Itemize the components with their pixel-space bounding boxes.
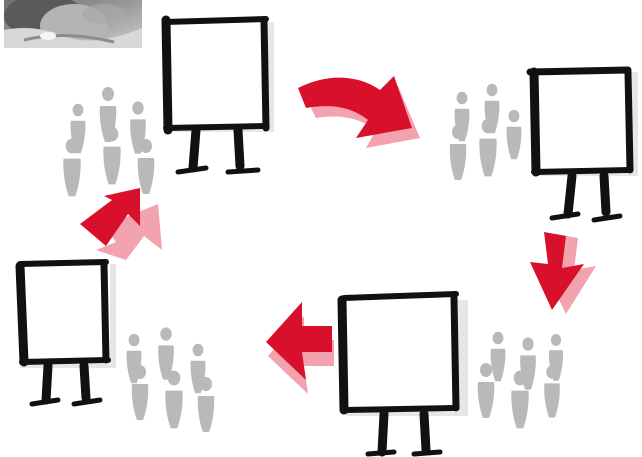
crowd-bottom-left: [127, 327, 215, 432]
screen-on-stand-icon: [16, 262, 110, 404]
screen-on-stand-icon: [530, 70, 632, 220]
crowd-top-right: [450, 84, 522, 180]
station-bottom-center: [340, 294, 468, 454]
station-bottom-left: [16, 262, 116, 404]
station-top-right: [530, 70, 638, 220]
curved-arrow-right-icon: [298, 76, 420, 148]
crowd-bottom-right: [478, 332, 563, 429]
arrow-up-icon: [80, 188, 162, 260]
arrow-down-icon: [530, 232, 596, 314]
station-top-left: [165, 18, 274, 172]
crowd-top-left: [63, 87, 154, 196]
screen-on-stand-icon: [165, 18, 268, 172]
arrow-left-icon: [266, 302, 334, 394]
screen-on-stand-icon: [340, 294, 458, 454]
